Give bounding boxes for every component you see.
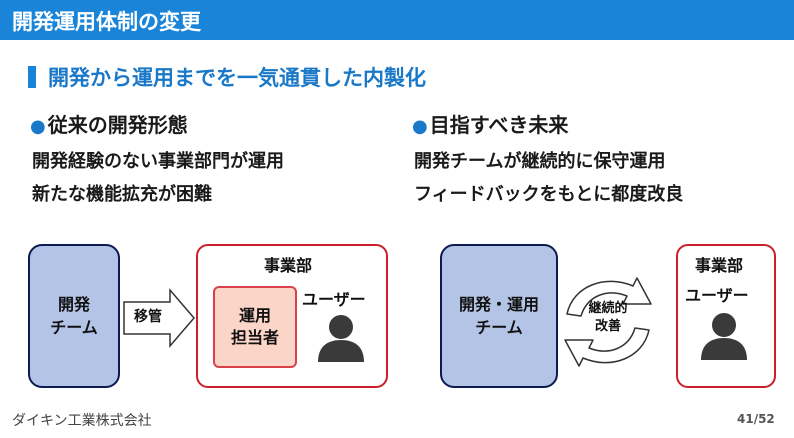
footer-company: ダイキン工業株式会社 (12, 413, 152, 429)
right-line-2: フィードバックをもとに都度改良 (414, 184, 684, 205)
continuous-improvement-cycle-icon (564, 277, 652, 367)
user-person-icon (701, 313, 747, 360)
transfer-arrow-icon (123, 287, 195, 349)
right-line-1: 開発チームが継続的に保守運用 (414, 151, 666, 172)
left-heading: ●従来の開発形態 (30, 109, 188, 138)
left-line-1: 開発経験のない事業部門が運用 (32, 151, 284, 172)
dev-team-label-line2: チーム (50, 318, 98, 337)
right-heading: ●目指すべき未来 (412, 109, 568, 138)
dev-team-label-line1: 開発 (57, 294, 90, 314)
operations-staff-line2: 担当者 (230, 328, 279, 347)
operations-staff-box: 運用 担当者 (213, 286, 297, 368)
continuous-improvement-line2: 改善 (594, 319, 621, 335)
continuous-improvement-line1: 継続的 (588, 301, 628, 316)
slide-title: 開発運用体制の変更 (12, 10, 201, 34)
bullet-icon: ● (412, 116, 428, 137)
user-label-left: ユーザー (302, 290, 366, 309)
business-unit-title-left: 事業部 (264, 256, 313, 275)
continuous-improvement-label: 継続的 改善 (578, 300, 638, 336)
user-label-right: ユーザー (685, 286, 749, 305)
business-unit-title-right: 事業部 (695, 256, 744, 275)
devops-team-label-line2: チーム (475, 318, 523, 337)
left-line-2: 新たな機能拡充が困難 (32, 184, 212, 205)
bullet-icon: ● (30, 116, 46, 137)
page-number: 41/52 (737, 412, 775, 426)
left-heading-text: 従来の開発形態 (47, 113, 188, 137)
operations-staff-line1: 運用 (238, 306, 271, 326)
slide-subtitle: 開発から運用までを一気通貫した内製化 (48, 66, 426, 90)
subtitle-accent-bar (28, 66, 36, 88)
devops-team-label-line1: 開発・運用 (458, 294, 539, 314)
devops-team-box: 開発・運用 チーム (440, 244, 558, 388)
transfer-arrow-label: 移管 (134, 309, 162, 325)
dev-team-box: 開発 チーム (28, 244, 120, 388)
title-bar: 開発運用体制の変更 (0, 0, 794, 40)
user-person-icon (318, 315, 364, 362)
right-heading-text: 目指すべき未来 (429, 113, 569, 137)
